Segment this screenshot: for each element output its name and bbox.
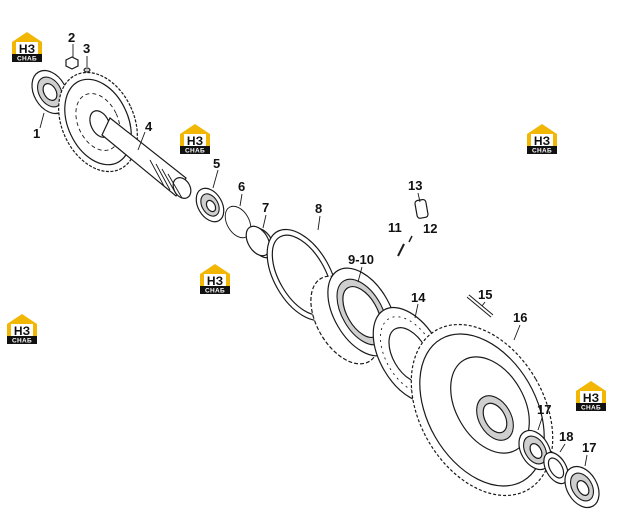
callout-6: 6 bbox=[238, 179, 245, 207]
brand-logo: НЗ СНАБ bbox=[527, 124, 557, 155]
callout-11: 11 bbox=[388, 220, 402, 235]
callout-14: 14 bbox=[411, 290, 426, 319]
bearing-part-5 bbox=[195, 187, 225, 223]
callout-label: 2 bbox=[68, 30, 75, 45]
callout-label: 14 bbox=[411, 290, 426, 305]
logo-main-text: НЗ bbox=[14, 324, 30, 338]
callout-2: 2 bbox=[68, 30, 75, 57]
washer-part-18 bbox=[543, 451, 569, 485]
brand-logo: НЗ СНАБ bbox=[200, 264, 230, 295]
logo-main-text: НЗ bbox=[207, 274, 223, 288]
brand-logo: НЗ СНАБ bbox=[576, 381, 606, 412]
callout-8: 8 bbox=[315, 201, 322, 231]
callout-label: 1 bbox=[33, 126, 40, 141]
callout-label: 12 bbox=[423, 221, 437, 236]
callout-label: 7 bbox=[262, 200, 269, 215]
pin-part-3 bbox=[83, 67, 91, 73]
callout-label: 5 bbox=[213, 156, 220, 171]
bearing-part-1 bbox=[31, 69, 69, 115]
callout-label: 15 bbox=[478, 287, 492, 302]
brand-logo: НЗ СНАБ bbox=[7, 314, 37, 345]
bearing-part-17 bbox=[518, 429, 552, 471]
brand-logo: НЗ СНАБ bbox=[180, 124, 210, 155]
logo-main-text: НЗ bbox=[583, 391, 599, 405]
brand-logo: НЗ СНАБ bbox=[12, 32, 42, 63]
logo-sub-text: СНАБ bbox=[12, 338, 32, 345]
pin-part-11 bbox=[397, 243, 405, 257]
callout-3: 3 bbox=[83, 41, 90, 67]
callout-label: 16 bbox=[513, 310, 527, 325]
callout-label: 9-10 bbox=[348, 252, 374, 267]
callout-4: 4 bbox=[137, 119, 153, 151]
callout-label: 13 bbox=[408, 178, 422, 193]
large-gear-part-16 bbox=[410, 323, 554, 497]
callout-17: 17 bbox=[537, 402, 551, 431]
callout-label: 17 bbox=[582, 440, 596, 455]
logo-sub-text: СНАБ bbox=[185, 148, 205, 155]
callout-15: 15 bbox=[478, 287, 492, 307]
sleeve-part-13 bbox=[414, 198, 429, 219]
logo-main-text: НЗ bbox=[187, 134, 203, 148]
logo-main-text: НЗ bbox=[534, 134, 550, 148]
callout-9-10: 9-10 bbox=[348, 252, 374, 283]
callout-label: 18 bbox=[559, 429, 573, 444]
callout-18: 18 bbox=[559, 429, 573, 453]
callout-label: 11 bbox=[388, 220, 402, 235]
callout-label: 17 bbox=[537, 402, 551, 417]
logo-sub-text: СНАБ bbox=[581, 405, 601, 412]
callout-7: 7 bbox=[262, 200, 269, 229]
bearing-part-17-second bbox=[564, 465, 600, 509]
callout-1: 1 bbox=[33, 112, 45, 141]
logo-sub-text: СНАБ bbox=[17, 56, 37, 63]
logo-main-text: НЗ bbox=[19, 42, 35, 56]
pin-part-15 bbox=[466, 294, 494, 318]
logo-sub-text: СНАБ bbox=[532, 148, 552, 155]
callout-5: 5 bbox=[212, 156, 220, 189]
gear-shaft-part-4 bbox=[58, 71, 192, 199]
callout-label: 4 bbox=[145, 119, 153, 134]
callout-label: 6 bbox=[238, 179, 245, 194]
logo-sub-text: СНАБ bbox=[205, 288, 225, 295]
nut-part-2 bbox=[65, 56, 79, 70]
callout-13: 13 bbox=[408, 178, 422, 203]
callout-label: 3 bbox=[83, 41, 90, 56]
callout-16: 16 bbox=[513, 310, 527, 341]
callout-12: 12 bbox=[423, 221, 437, 236]
callout-17-second: 17 bbox=[582, 440, 596, 467]
callout-label: 8 bbox=[315, 201, 322, 216]
pin-part-12 bbox=[408, 235, 413, 243]
